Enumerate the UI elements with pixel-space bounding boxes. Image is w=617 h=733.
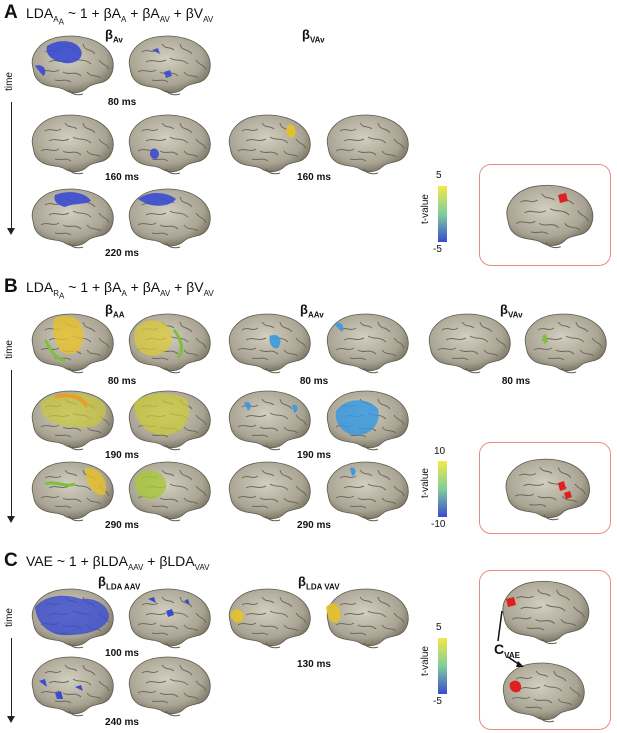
brain-a-160-right (122, 111, 214, 177)
colorbar-c-min: -5 (433, 696, 442, 707)
colorbar-c-title: t-value (420, 646, 431, 677)
colorbar-b-min: -10 (431, 519, 446, 530)
time-b-80-c: 80 ms (501, 376, 531, 387)
colorbar-b-title: t-value (420, 468, 431, 499)
time-label: time (4, 608, 15, 627)
brain-b-80-vav-right (518, 310, 610, 376)
panel-c-formula: VAE ~ 1 + βLDAAAV + βLDAVAV (26, 553, 210, 572)
inset-c: CVAE (479, 570, 611, 730)
inset-b-brain (494, 455, 598, 523)
time-b-290-b: 290 ms (297, 520, 331, 531)
time-label: time (4, 340, 15, 359)
brain-b-290-aa-right (122, 458, 214, 524)
brain-b-80-aa-left (25, 310, 117, 376)
panel-b-label: B (4, 276, 18, 297)
colorbar-c (438, 638, 447, 694)
brain-a-220-right (122, 185, 214, 251)
time-b-190-b: 190 ms (297, 450, 331, 461)
time-b-80-a: 80 ms (107, 376, 137, 387)
brain-a-160-v-left (222, 111, 314, 177)
time-b-190-a: 190 ms (105, 450, 139, 461)
brain-b-80-aav-left (222, 310, 314, 376)
brain-a-80-right (122, 32, 214, 98)
panel-a-beta-1: βAv (105, 27, 123, 45)
brain-b-290-aa-left (25, 458, 117, 524)
panel-a-beta-2: βVAv (302, 27, 325, 45)
panel-b-beta-2: βAAv (300, 302, 324, 320)
colorbar-a-title: t-value (420, 194, 431, 225)
panel-a-time-axis: time (4, 72, 20, 240)
inset-b (479, 442, 611, 534)
brain-a-220-left (25, 185, 117, 251)
brain-b-80-vav-left (422, 310, 514, 376)
brain-c-100-left (25, 585, 117, 651)
colorbar-c-max: 5 (436, 622, 442, 633)
brain-a-160-left (25, 111, 117, 177)
brain-b-80-aa-right (122, 310, 214, 376)
time-c-130: 130 ms (297, 659, 331, 670)
panel-c-time-axis: time (4, 608, 20, 726)
inset-c-arrows (497, 610, 524, 667)
inset-c-brain-bottom (490, 659, 594, 725)
panel-b-beta-3: βVAv (500, 302, 523, 320)
time-a-220: 220 ms (105, 248, 139, 259)
panel-c-beta-1: βLDA AAV (98, 574, 141, 592)
inset-a-brain (498, 181, 598, 251)
brain-b-290-aav-left (222, 458, 314, 524)
brain-b-190-aav-right (320, 387, 412, 453)
inset-c-brain-top (492, 577, 596, 647)
panel-a-label: A (4, 2, 18, 23)
brain-c-130-right (326, 585, 412, 651)
panel-c-label: C (4, 550, 18, 571)
brain-c-240-left (25, 653, 117, 719)
colorbar-b (438, 461, 447, 517)
colorbar-b-max: 10 (434, 446, 446, 457)
panel-b-time-axis: time (4, 340, 20, 528)
colorbar-a-min: -5 (433, 244, 442, 255)
brain-b-190-aa-left (25, 387, 117, 453)
time-c-240: 240 ms (105, 717, 139, 728)
colorbar-a-max: 5 (436, 170, 442, 181)
brain-b-190-aa-right (122, 387, 214, 453)
brain-c-130-left (222, 585, 314, 651)
time-a-80: 80 ms (107, 97, 137, 108)
panel-b-formula: LDARA ~ 1 + βAA + βAAV + βVAV (26, 279, 214, 301)
panel-a-formula: LDAAA ~ 1 + βAA + βAAV + βVAV (26, 5, 214, 27)
brain-c-100-right (122, 585, 214, 651)
panel-b-beta-1: βAA (105, 302, 125, 320)
colorbar-a (438, 186, 447, 242)
inset-a (479, 164, 611, 266)
brain-b-290-aav-right (320, 458, 412, 524)
brain-a-80-left (25, 32, 117, 98)
time-b-80-b: 80 ms (299, 376, 329, 387)
brain-a-160-v-right (320, 111, 412, 177)
time-c-100: 100 ms (105, 648, 139, 659)
brain-b-80-aav-right (320, 310, 412, 376)
time-label: time (4, 72, 15, 91)
inset-c-label: CVAE (494, 641, 520, 660)
brain-c-240-right (122, 653, 214, 719)
time-a-160-b: 160 ms (297, 172, 331, 183)
panel-c-beta-2: βLDA VAV (298, 574, 340, 592)
time-a-160-a: 160 ms (105, 172, 139, 183)
brain-b-190-aav-left (222, 387, 314, 453)
time-b-290-a: 290 ms (105, 520, 139, 531)
